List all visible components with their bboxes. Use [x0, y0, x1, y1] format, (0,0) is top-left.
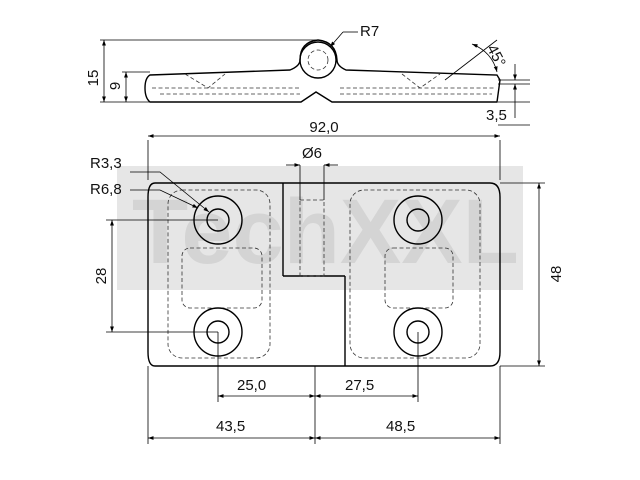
label-r7: R7	[360, 23, 379, 40]
hole-top-right	[393, 195, 443, 245]
label-hole-radius-small: R3,3	[90, 155, 122, 172]
side-view	[144, 39, 530, 103]
label-height-body: 9	[107, 82, 124, 90]
label-leaf-left: 43,5	[216, 418, 245, 435]
label-pin-diameter: Ø6	[302, 145, 322, 162]
label-angle: 45°	[483, 42, 509, 70]
side-view-outline	[144, 39, 501, 103]
hinge-outline	[147, 182, 501, 367]
knuckle-circle	[299, 41, 337, 79]
pin-hidden	[307, 49, 329, 71]
label-thickness: 3,5	[486, 107, 507, 124]
label-hole-offset-left: 25,0	[237, 377, 266, 394]
watermark: TechXXL	[117, 166, 523, 290]
label-leaf-right: 48,5	[386, 418, 415, 435]
label-hole-spacing-vertical: 28	[93, 268, 110, 285]
label-hole-radius-large: R6,8	[90, 181, 122, 198]
label-hole-offset-right: 27,5	[345, 377, 374, 394]
label-length: 92,0	[309, 119, 338, 136]
label-height-total: 15	[85, 70, 102, 87]
top-view	[106, 134, 545, 444]
side-dims	[100, 31, 530, 126]
label-width: 48	[548, 266, 565, 283]
